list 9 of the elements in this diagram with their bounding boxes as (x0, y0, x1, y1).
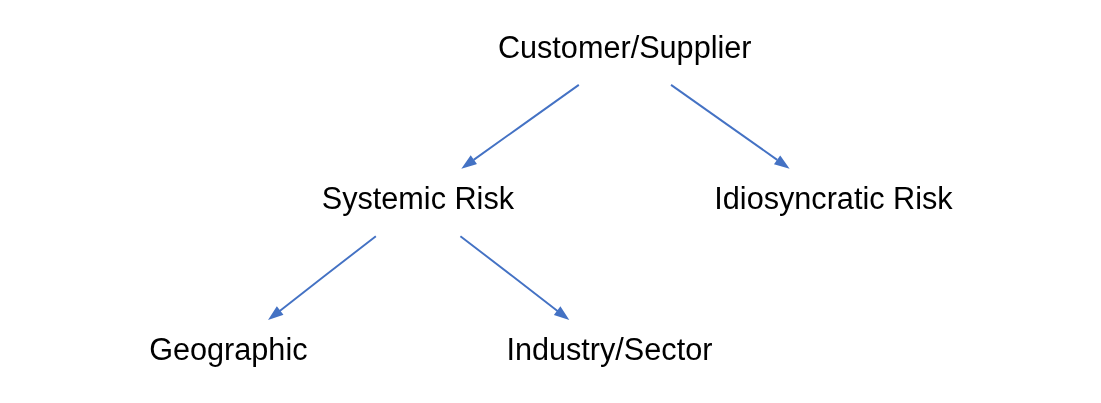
node-text: Customer/Supplier (497, 29, 752, 64)
arrow (458, 235, 569, 320)
node-text: Geographic (148, 332, 308, 367)
node-text: Idiosyncratic Risk (713, 180, 953, 215)
arrow (460, 83, 580, 169)
arrow (267, 235, 377, 320)
arrow (669, 83, 790, 169)
node-text: Systemic Risk (321, 180, 514, 215)
node-text: Industry/Sector (505, 332, 712, 367)
